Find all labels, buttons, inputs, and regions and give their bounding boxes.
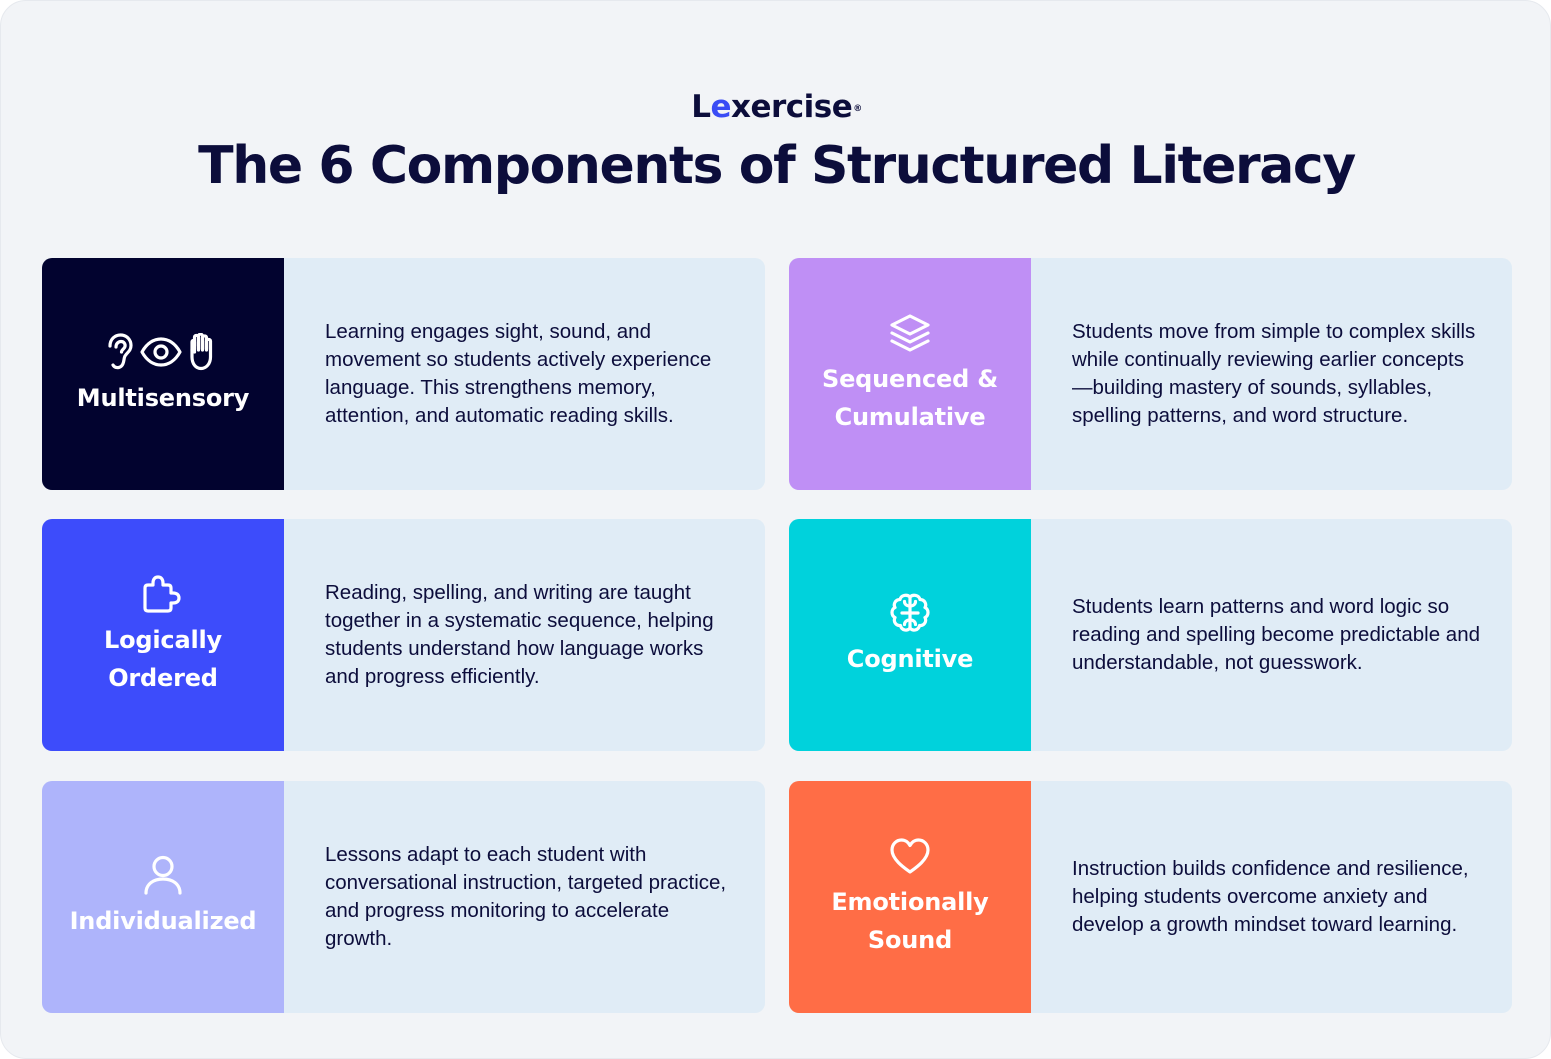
component-name: Individualized (69, 907, 257, 935)
component-badge: Multisensory (42, 258, 284, 490)
component-description-box: Students move from simple to complex ski… (1072, 258, 1482, 490)
puzzle-icon (143, 575, 181, 613)
layers-icon (890, 314, 930, 352)
component-description-box: Students learn patterns and word logic s… (1072, 519, 1482, 751)
logo-accent-letter: e (710, 89, 731, 125)
component-card-sequenced-cumulative: Sequenced & Cumulative Students move fro… (789, 258, 1512, 490)
user-icon (144, 855, 182, 895)
component-card-multisensory: Multisensory Learning engages sight, sou… (42, 258, 765, 490)
hand-icon (190, 333, 213, 371)
component-card-cognitive: Cognitive Students learn patterns and wo… (789, 519, 1512, 751)
heart-icon (890, 838, 930, 874)
component-description: Students move from simple to complex ski… (1072, 320, 1476, 427)
eye-icon (140, 337, 182, 367)
component-name: Logically Ordered (104, 626, 222, 692)
page-title: The 6 Components of Structured Literacy (198, 136, 1356, 196)
component-description: Students learn patterns and word logic s… (1072, 595, 1481, 674)
component-description: Reading, spelling, and writing are taugh… (325, 581, 714, 688)
component-badge: Sequenced & Cumulative (789, 258, 1031, 490)
component-card-emotionally-sound: Emotionally Sound Instruction builds con… (789, 781, 1512, 1013)
component-description-box: Reading, spelling, and writing are taugh… (325, 519, 735, 751)
component-badge: Emotionally Sound (789, 781, 1031, 1013)
component-name: Multisensory (76, 384, 250, 412)
brand-logo: Lexercise® (691, 89, 862, 125)
component-name: Sequenced & Cumulative (822, 365, 998, 431)
registered-mark: ® (853, 104, 862, 114)
component-description-box: Instruction builds confidence and resili… (1072, 781, 1482, 1013)
ear-icon (108, 333, 133, 370)
component-name: Emotionally Sound (831, 888, 989, 954)
component-card-individualized: Individualized Lessons adapt to each stu… (42, 781, 765, 1013)
component-description: Learning engages sight, sound, and movem… (325, 320, 712, 427)
component-badge: Individualized (42, 781, 284, 1013)
component-description: Instruction builds confidence and resili… (1072, 857, 1469, 936)
component-description-box: Lessons adapt to each student with conve… (325, 781, 735, 1013)
component-description-box: Learning engages sight, sound, and movem… (325, 258, 735, 490)
brain-icon (890, 593, 930, 632)
component-badge: Logically Ordered (42, 519, 284, 751)
component-card-logically-ordered: Logically Ordered Reading, spelling, and… (42, 519, 765, 751)
component-badge: Cognitive (789, 519, 1031, 751)
component-description: Lessons adapt to each student with conve… (325, 843, 727, 950)
component-name: Cognitive (846, 645, 974, 673)
